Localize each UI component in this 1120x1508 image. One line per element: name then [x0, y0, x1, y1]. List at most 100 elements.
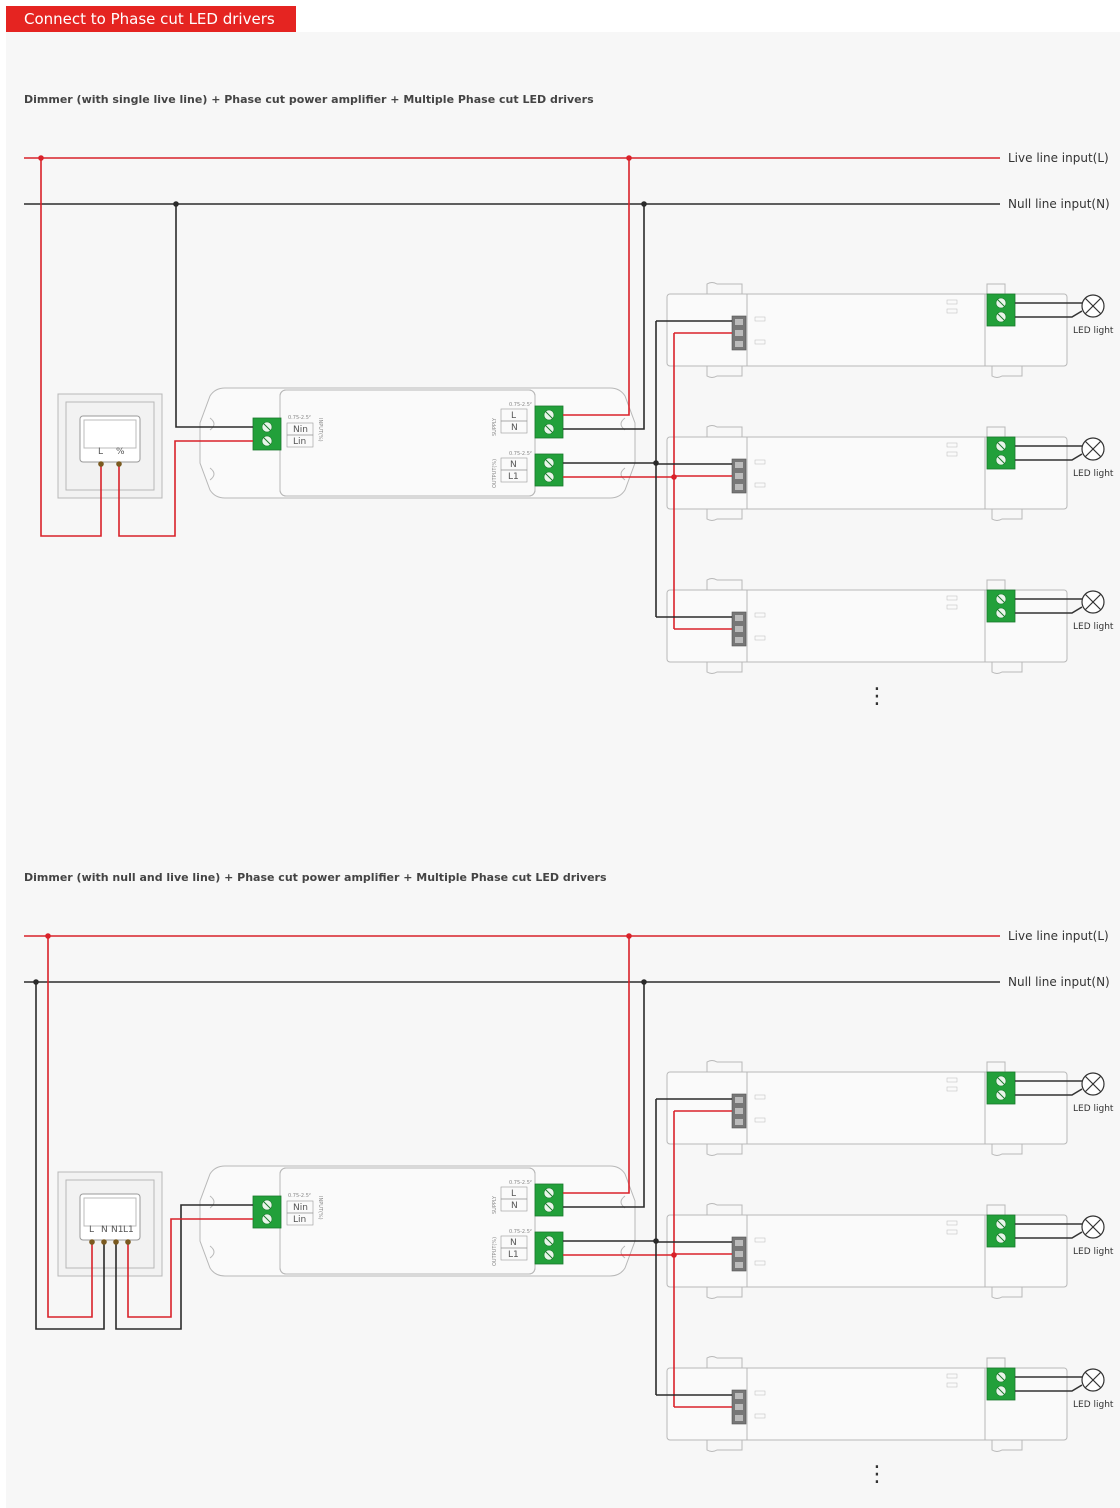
screw-slot — [997, 313, 1005, 321]
amplifier-input-terminal — [252, 417, 282, 451]
junction-dot — [113, 1239, 119, 1245]
driver-marking — [754, 459, 766, 465]
led-wire — [1015, 453, 1083, 461]
screw-slot — [545, 1251, 553, 1259]
screw-slot — [263, 437, 271, 445]
dimmer-live-out-wire — [127, 1218, 253, 1318]
driver-clip — [991, 1144, 1023, 1156]
junction-dot — [626, 155, 632, 161]
driver-input-terminal — [731, 611, 747, 647]
output-wire-gauge: 0.75-2.5² — [509, 1229, 532, 1235]
live-line-label: Live line input(L) — [1008, 929, 1109, 943]
output-label: OUTPUT(%) — [492, 1237, 498, 1266]
driver-clip — [986, 283, 1006, 294]
driver-marking — [754, 1413, 766, 1419]
supply-terminal-n: N — [511, 423, 518, 433]
led-light: LED light — [1073, 294, 1114, 336]
terminal-slot — [735, 1404, 743, 1410]
dimmer-null-in-wire — [35, 982, 105, 1330]
label-box — [286, 1212, 314, 1226]
amplifier-supply-terminal — [534, 1183, 564, 1217]
driver-body — [666, 1214, 1068, 1288]
led-light: LED light — [1073, 1072, 1114, 1114]
section-title: Dimmer (with null and live line) + Phase… — [24, 871, 607, 884]
driver-output-terminal — [986, 293, 1016, 327]
terminal-slot — [735, 1393, 743, 1399]
dimmer-frame — [65, 401, 155, 491]
input-wire-gauge: 0.75-2.5² — [288, 415, 311, 421]
label-box — [500, 1198, 528, 1212]
led-wire — [1015, 1231, 1083, 1239]
terminal-slot — [735, 473, 743, 479]
driver-marking — [946, 595, 958, 601]
driver-input-terminal — [731, 315, 747, 351]
terminal-slot — [735, 615, 743, 621]
label-box — [286, 434, 314, 448]
junction-dot — [641, 979, 647, 985]
led-light: LED light — [1073, 1215, 1114, 1257]
mount-notch — [209, 467, 215, 481]
driver-input-terminal — [731, 458, 747, 494]
supply-null-wire — [563, 204, 645, 430]
driver-clip — [991, 1287, 1023, 1299]
led-driver-1: LED light — [666, 1060, 1114, 1156]
driver-output-terminal — [986, 1214, 1016, 1248]
dimmer-module — [79, 415, 141, 463]
mount-notch — [209, 1195, 215, 1209]
label-box — [500, 469, 528, 483]
driver-output-terminal — [986, 589, 1016, 623]
terminal-slot — [735, 626, 743, 632]
supply-terminal-l: L — [511, 1189, 516, 1199]
driver-marking — [946, 299, 958, 305]
screw-slot — [545, 425, 553, 433]
driver-input-terminal — [731, 1389, 747, 1425]
driver-output-terminal — [986, 436, 1016, 470]
dimmer-terminal-label: % — [116, 447, 125, 457]
screw-slot — [997, 1373, 1005, 1381]
driver-marking — [754, 482, 766, 488]
supply-label: SUPPLY — [492, 1195, 498, 1214]
driver-marking — [946, 1373, 958, 1379]
input-terminal-nin: Nin — [293, 1203, 308, 1213]
led-light-label: LED light — [1073, 469, 1114, 479]
driver-clip — [986, 579, 1006, 590]
driver-output-terminal — [986, 1071, 1016, 1105]
led-driver-2: LED light — [666, 1203, 1114, 1299]
screw-slot — [545, 1237, 553, 1245]
supply-wire-gauge: 0.75-2.5² — [509, 1180, 532, 1186]
screw-slot — [997, 1077, 1005, 1085]
driver-clip — [706, 509, 743, 521]
input-label: INPUT(%) — [317, 418, 323, 442]
driver-input-terminal — [731, 1236, 747, 1272]
dimmer-terminal-label: N — [101, 1225, 108, 1235]
input-terminal-nin: Nin — [293, 425, 308, 435]
terminal-slot — [735, 1251, 743, 1257]
driver-clip — [706, 1144, 743, 1156]
driver-body — [666, 293, 1068, 367]
driver-clip — [991, 509, 1023, 521]
driver-body — [666, 1071, 1068, 1145]
amplifier-housing — [199, 387, 636, 499]
supply-live-wire — [563, 158, 630, 416]
dimmer-null-out-wire — [115, 1204, 253, 1330]
lamp-cross — [1085, 1372, 1101, 1388]
led-driver-3: LED light — [666, 1356, 1114, 1452]
lamp-cross — [1085, 298, 1101, 314]
led-wire — [1015, 310, 1083, 318]
supply-wire-gauge: 0.75-2.5² — [509, 402, 532, 408]
screw-slot — [997, 456, 1005, 464]
driver-marking — [754, 635, 766, 641]
amplifier-supply-terminal — [534, 405, 564, 439]
screw-slot — [263, 1215, 271, 1223]
terminal-slot — [735, 1097, 743, 1103]
mount-notch — [620, 467, 626, 481]
amplifier-output-terminal — [534, 453, 564, 487]
mount-notch — [209, 417, 215, 431]
led-light: LED light — [1073, 1368, 1114, 1410]
dimmer-window — [83, 419, 137, 449]
driver-marking — [754, 339, 766, 345]
dimmer-live-in-wire — [40, 158, 102, 537]
page-header-badge: Connect to Phase cut LED drivers — [6, 6, 296, 32]
